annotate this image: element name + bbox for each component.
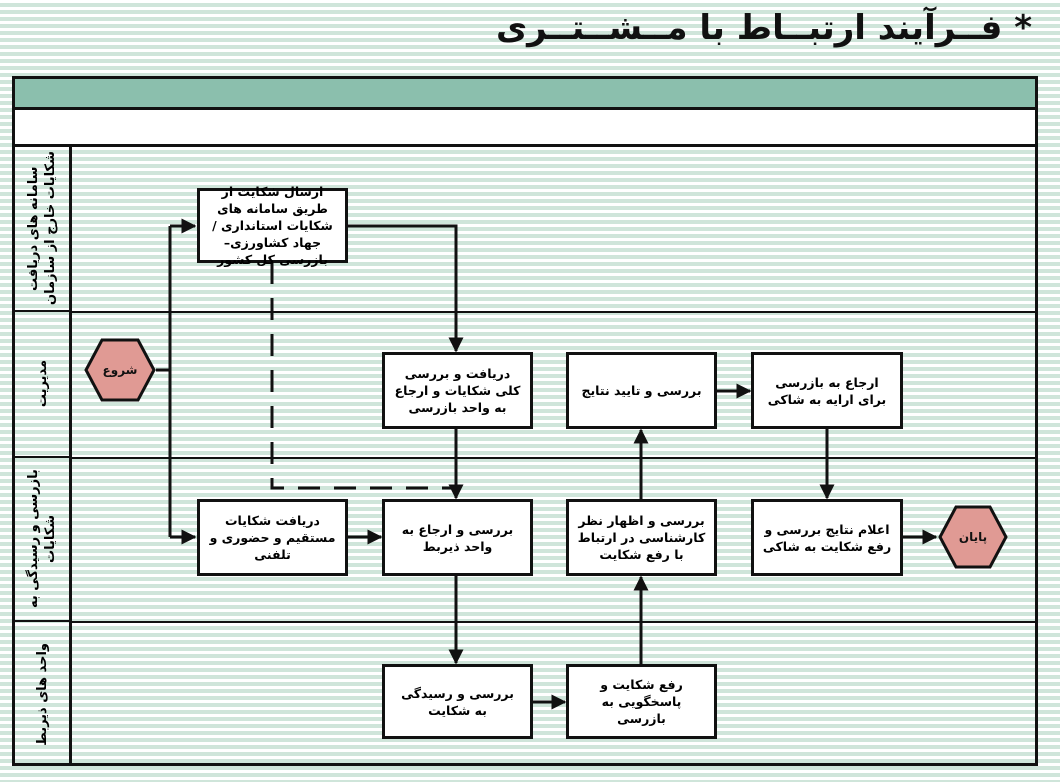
lane-label-external-systems: سامانه های دریافت شکایات خارج از سازمان [15, 147, 72, 312]
header-band [15, 79, 1035, 110]
hexagon-shape [84, 338, 156, 402]
step-send-complaint: ارسال شکایت از طریق سامانه های شکایات اس… [197, 184, 348, 267]
lane-label-related-units: واحد های ذیربط [15, 622, 72, 766]
step-confirm-results: بررسی و تایید نتایج [566, 352, 717, 429]
swimlane-frame [12, 76, 1038, 766]
start-label: شروع [102, 363, 138, 377]
step-refer-to-inspection: ارجاع به بازرسی برای ارایه به شاکی [751, 352, 903, 429]
step-review-refer-unit: بررسی و ارجاع به واحد ذیربط [382, 499, 533, 576]
step-announce-results: اعلام نتایج بررسی و رفع شکایت به شاکی [751, 499, 903, 576]
subheader-band [15, 110, 1035, 147]
start-terminal: شروع [84, 338, 156, 402]
step-investigate: بررسی و رسیدگی به شکایت [382, 664, 533, 739]
lane-label-inspection: بازرسی و رسیدگی به شکایات [15, 458, 72, 622]
end-terminal: پایان [938, 505, 1008, 569]
step-resolve-respond: رفع شکایت و پاسخگویی به بازرسی [566, 664, 717, 739]
arrow-send-to-review [347, 224, 464, 353]
step-receive-direct: دریافت شکایات مستقیم و حضوری و تلفنی [197, 499, 348, 576]
hexagon-shape [938, 505, 1008, 569]
end-label: پایان [958, 530, 988, 544]
step-receive-review: دریافت و بررسی کلی شکایات و ارجاع به واح… [382, 352, 533, 429]
lane-label-management: مدیریت [15, 312, 72, 458]
step-expert-opinion: بررسی و اظهار نظر کارشناسی در ارتباط با … [566, 499, 717, 576]
page-title: * فــرآیند ارتبــاط با مــشــتــری [495, 8, 1032, 48]
